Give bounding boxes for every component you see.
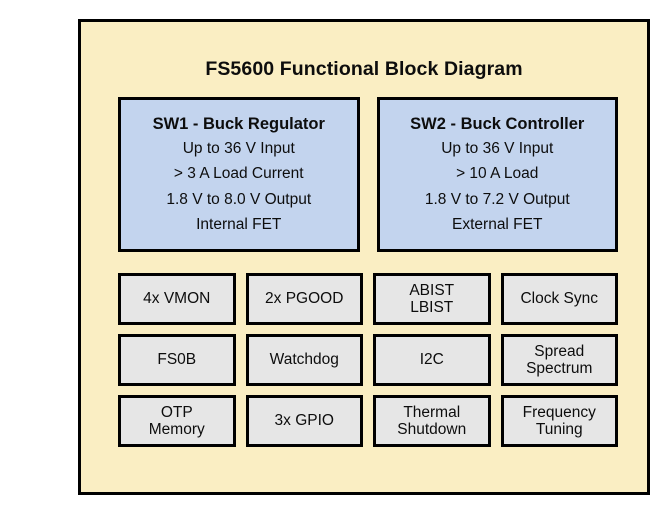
feature-box-label: 2x PGOOD	[265, 290, 344, 308]
sw-block-title: SW1 - Buck Regulator	[152, 114, 325, 133]
feature-box-label: Thermal	[403, 403, 461, 421]
feature-box-label: Tuning	[535, 421, 583, 438]
feature-box-label: I2C	[419, 351, 444, 369]
sw-block-spec-line: External FET	[452, 216, 543, 233]
feature-box-label: Memory	[148, 421, 205, 438]
feature-box-label: Spread	[534, 342, 585, 360]
feature-box-label: Watchdog	[269, 351, 339, 369]
feature-box-label: 4x VMON	[143, 290, 211, 308]
sw-block-spec-line: Up to 36 V Input	[182, 139, 295, 157]
feature-box: 2x PGOOD	[245, 273, 363, 325]
sw-block-spec-line: 1.8 V to 8.0 V Output	[166, 190, 312, 208]
feature-box-label: FS0B	[157, 351, 197, 369]
feature-box: 3x GPIO	[245, 395, 363, 447]
feature-box: FS0B	[118, 334, 236, 386]
feature-box-label: Clock Sync	[520, 290, 599, 308]
feature-box-label: Shutdown	[397, 421, 467, 438]
feature-box: 4x VMON	[118, 273, 236, 325]
feature-box: I2C	[373, 334, 491, 386]
sw-block-spec-line: Up to 36 V Input	[441, 139, 554, 157]
feature-box: Watchdog	[245, 334, 363, 386]
feature-box-label: ABIST	[409, 281, 455, 299]
feature-box-label: 3x GPIO	[274, 412, 334, 430]
sw-block-1: SW1 - Buck Regulator Up to 36 V Input > 3 …	[118, 97, 360, 252]
feature-box-label: Frequency	[522, 403, 596, 421]
feature-box-label: OTP	[160, 403, 193, 421]
sw-block-title: SW2 - Buck Controller	[410, 114, 585, 133]
sw-block-2: SW2 - Buck Controller Up to 36 V Input > 1…	[376, 97, 618, 252]
functional-block-diagram: FS5600 Functional Block Diagram SW1 - Bu…	[78, 19, 650, 495]
switching-regulator-row: SW1 - Buck Regulator Up to 36 V Input > 3 …	[118, 97, 618, 252]
feature-box: Clock Sync	[500, 273, 618, 325]
sw-block-spec-line: > 3 A Load Current	[173, 165, 304, 182]
page-title: FS5600 Functional Block Diagram	[205, 58, 523, 80]
sw-block-spec-line: Internal FET	[196, 216, 282, 233]
feature-box-label: Spectrum	[526, 360, 593, 377]
sw-block-spec-line: 1.8 V to 7.2 V Output	[424, 190, 570, 208]
sw-block-spec-line: > 10 A Load	[456, 165, 539, 182]
feature-box-label: LBIST	[410, 299, 454, 316]
